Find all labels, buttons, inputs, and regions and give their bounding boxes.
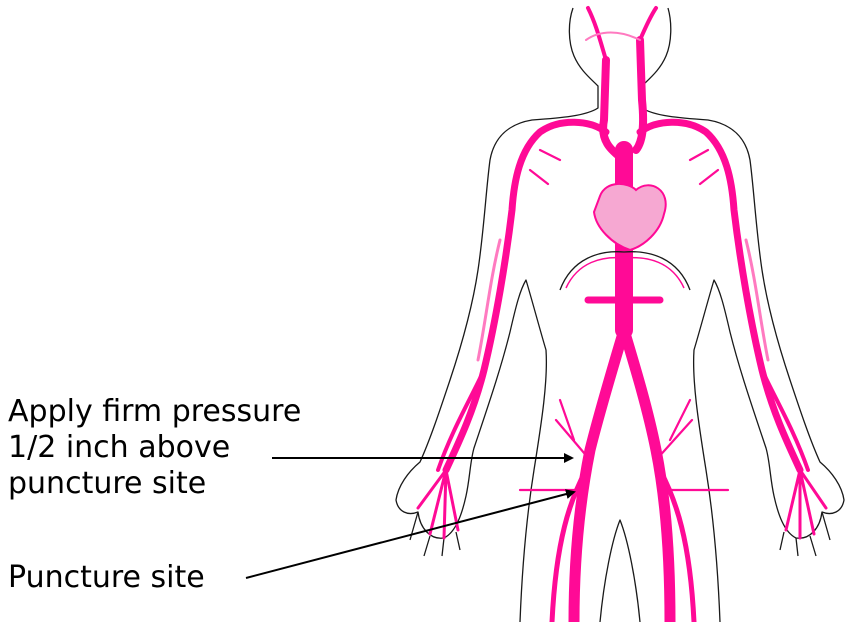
pressure-label-line-3: puncture site [8,466,301,502]
pressure-label-line-1: Apply firm pressure [8,394,301,430]
arteries [418,8,826,622]
pressure-label-line-2: 1/2 inch above [8,430,301,466]
pressure-label: Apply firm pressure 1/2 inch above punct… [8,394,301,502]
puncture-pointer-line [246,492,574,578]
puncture-label: Puncture site [8,560,205,596]
heart-icon [594,184,666,250]
